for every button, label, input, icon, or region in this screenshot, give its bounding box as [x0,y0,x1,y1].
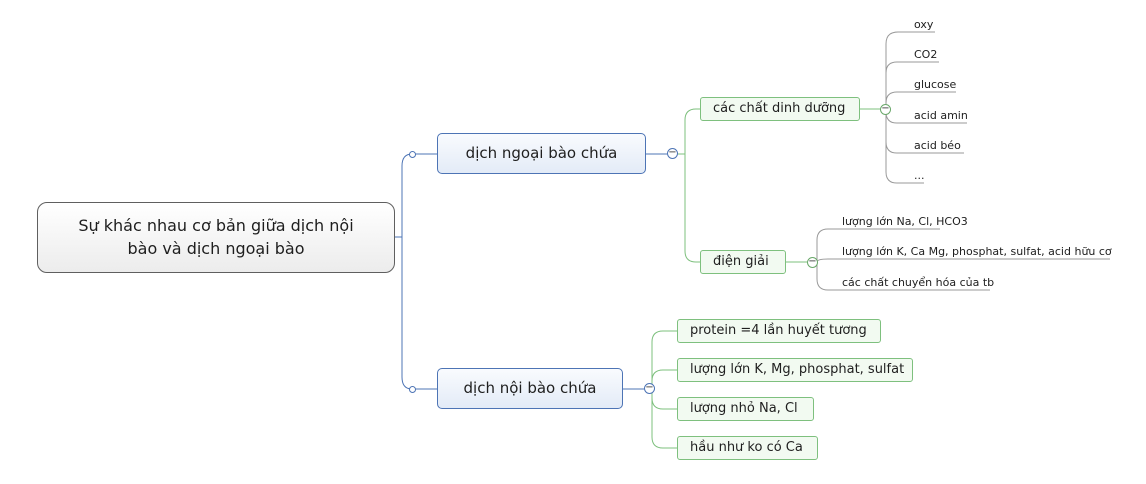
subtopic-nutrients-label: các chất dinh dưỡng [713,101,846,116]
leaf-oxy[interactable]: oxy [914,18,934,31]
leaf-na-cl-hco3[interactable]: lượng lớn Na, Cl, HCO3 [842,215,968,228]
branch-dich-noi-bao-label: dịch nội bào chứa [463,379,597,397]
subtopic-electrolytes-label: điện giải [713,254,769,269]
leaf-k-ca-mg[interactable]: lượng lớn K, Ca Mg, phosphat, sulfat, ac… [842,245,1112,258]
connector-dot-icon [409,386,416,393]
leaf-glucose[interactable]: glucose [914,78,957,91]
leaf-co2[interactable]: CO2 [914,48,938,61]
subtopic-electrolytes[interactable]: điện giải [700,250,786,274]
leaf-ellipsis[interactable]: ... [914,169,925,182]
central-topic-line1: Sự khác nhau cơ bản giữa dịch nội [78,216,354,235]
branch-dich-ngoai-bao-label: dịch ngoại bào chứa [465,144,618,162]
minus-circle-icon[interactable]: − [667,147,678,159]
branch-dich-ngoai-bao[interactable]: dịch ngoại bào chứa [437,133,646,174]
subtopic-no-ca[interactable]: hầu như ko có Ca [677,436,818,460]
subtopic-protein[interactable]: protein =4 lần huyết tương [677,319,881,343]
subtopic-na-cl[interactable]: lượng nhỏ Na, Cl [677,397,814,421]
central-topic-line2: bào và dịch ngoại bào [127,239,305,258]
leaf-acid-amin[interactable]: acid amin [914,109,968,122]
leaf-metabolites[interactable]: các chất chuyển hóa của tb [842,276,995,289]
central-topic[interactable]: Sự khác nhau cơ bản giữa dịch nội bào và… [37,202,395,273]
branch-dich-noi-bao[interactable]: dịch nội bào chứa [437,368,623,409]
minus-circle-icon[interactable]: − [880,103,891,115]
connector-dot-icon [409,151,416,158]
minus-circle-icon[interactable]: − [644,382,655,394]
subtopic-k-mg-phosphat[interactable]: lượng lớn K, Mg, phosphat, sulfat [677,358,913,382]
subtopic-nutrients[interactable]: các chất dinh dưỡng [700,97,860,121]
minus-circle-icon[interactable]: − [807,256,818,268]
leaf-acid-beo[interactable]: acid béo [914,139,961,152]
